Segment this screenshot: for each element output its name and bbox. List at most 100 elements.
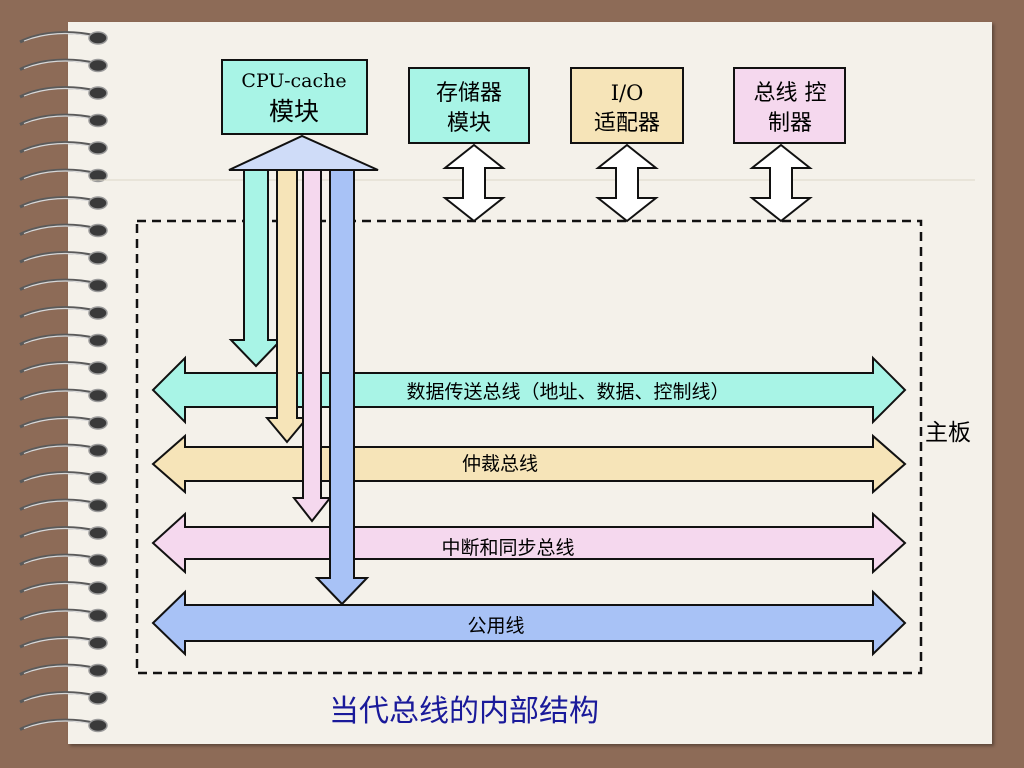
binding-ring-highlight [23,500,95,510]
binding-ring [19,141,97,154]
bus-controller-label-line1: 总线 控 [754,81,827,106]
binding-hole [88,333,108,348]
binding-hole [88,113,108,128]
binding-ring-highlight [23,582,95,592]
binding-ring-highlight [23,197,95,207]
binding-ring-highlight [23,252,95,262]
binding-ring [19,636,97,649]
binding-hole [88,608,108,623]
io-adapter-label-line2: 适配器 [594,111,660,136]
binding-hole [88,306,108,320]
cpu-to-common-bus-arrow [314,169,370,606]
binding-hole [88,718,108,733]
binding-hole [88,86,108,100]
cpu-cache-module-box [221,59,368,135]
binding-hole [88,691,108,705]
bus-controller-bidirectional-arrow [749,143,813,223]
binding-ring [19,168,97,181]
binding-ring-highlight [23,170,95,180]
binding-ring-highlight [23,692,95,702]
cpu-to-interrupt-bus-arrow [291,169,333,523]
binding-ring-highlight [23,555,95,565]
binding-hole [88,581,108,595]
binding-ring-highlight [23,390,95,400]
motherboard-label: 主板 [925,420,971,446]
binding-ring [19,223,97,236]
binding-ring-highlight [23,115,95,125]
binding-ring-highlight [23,445,95,455]
binding-ring [19,663,97,676]
binding-ring [19,691,97,704]
binding-ring-highlight [23,335,95,345]
binding-ring [19,86,97,99]
binding-hole [88,553,108,568]
spiral-binding [19,31,108,733]
binding-hole [88,141,108,155]
binding-ring-highlight [23,417,95,427]
bus-controller-box [733,67,846,144]
binding-hole [88,443,108,458]
binding-hole [88,251,108,265]
common-bus-arrow [151,589,907,657]
common-bus-label: 公用线 [467,615,524,637]
memory-module-label-line1: 存储器 [436,81,502,106]
binding-ring-highlight [23,307,95,317]
binding-ring-highlight [23,225,95,235]
binding-ring-highlight [23,280,95,290]
diagram-caption: 当代总线的内部结构 [329,694,599,729]
binding-hole [88,526,108,540]
memory-module-label-line2: 模块 [447,111,491,136]
memory-bidirectional-arrow [442,143,506,223]
binding-ring [19,278,97,291]
binding-ring [19,581,97,594]
binding-hole [88,416,108,430]
binding-hole [88,636,108,650]
binding-ring [19,526,97,539]
bus-controller-label-line2: 制器 [768,111,812,136]
binding-ring-highlight [23,32,95,42]
binding-ring-highlight [23,610,95,620]
binding-ring-highlight [23,362,95,372]
binding-hole [88,31,108,45]
io-bidirectional-arrow [595,143,659,223]
binding-hole [88,278,108,293]
binding-ring [19,443,97,456]
cpu-to-arbitration-bus-arrow [264,169,310,444]
binding-ring-highlight [23,87,95,97]
binding-hole [88,663,108,678]
binding-ring-highlight [23,472,95,482]
io-adapter-label-line1: I/O [611,81,644,105]
binding-ring [19,608,97,621]
cpu-to-data-bus-arrow [228,169,284,368]
data-bus-label: 数据传送总线（地址、数据、控制线） [406,381,729,403]
binding-ring [19,553,97,566]
interrupt-sync-bus-label: 中断和同步总线 [441,537,574,559]
binding-ring [19,361,97,374]
binding-ring [19,196,97,209]
binding-ring [19,471,97,484]
cpu-module-label-line2: 模块 [269,97,319,126]
binding-hole [88,196,108,210]
binding-ring [19,498,97,511]
binding-ring-highlight [23,527,95,537]
binding-hole [88,168,108,183]
binding-ring-highlight [23,60,95,70]
binding-ring [19,388,97,401]
binding-ring [19,718,97,731]
binding-ring-highlight [23,142,95,152]
binding-hole [88,471,108,485]
binding-ring-highlight [23,637,95,647]
binding-ring [19,58,97,71]
binding-ring-highlight [23,720,95,730]
binding-ring [19,333,97,346]
cpu-connector-triangle [228,134,379,171]
memory-module-box [408,67,530,144]
binding-ring-highlight [23,665,95,675]
arbitration-bus-label: 仲裁总线 [462,453,538,475]
cpu-module-label-line1: CPU-cache [241,70,346,92]
binding-hole [88,223,108,238]
motherboard-boundary [135,219,923,675]
binding-hole [88,58,108,73]
binding-ring [19,31,97,44]
